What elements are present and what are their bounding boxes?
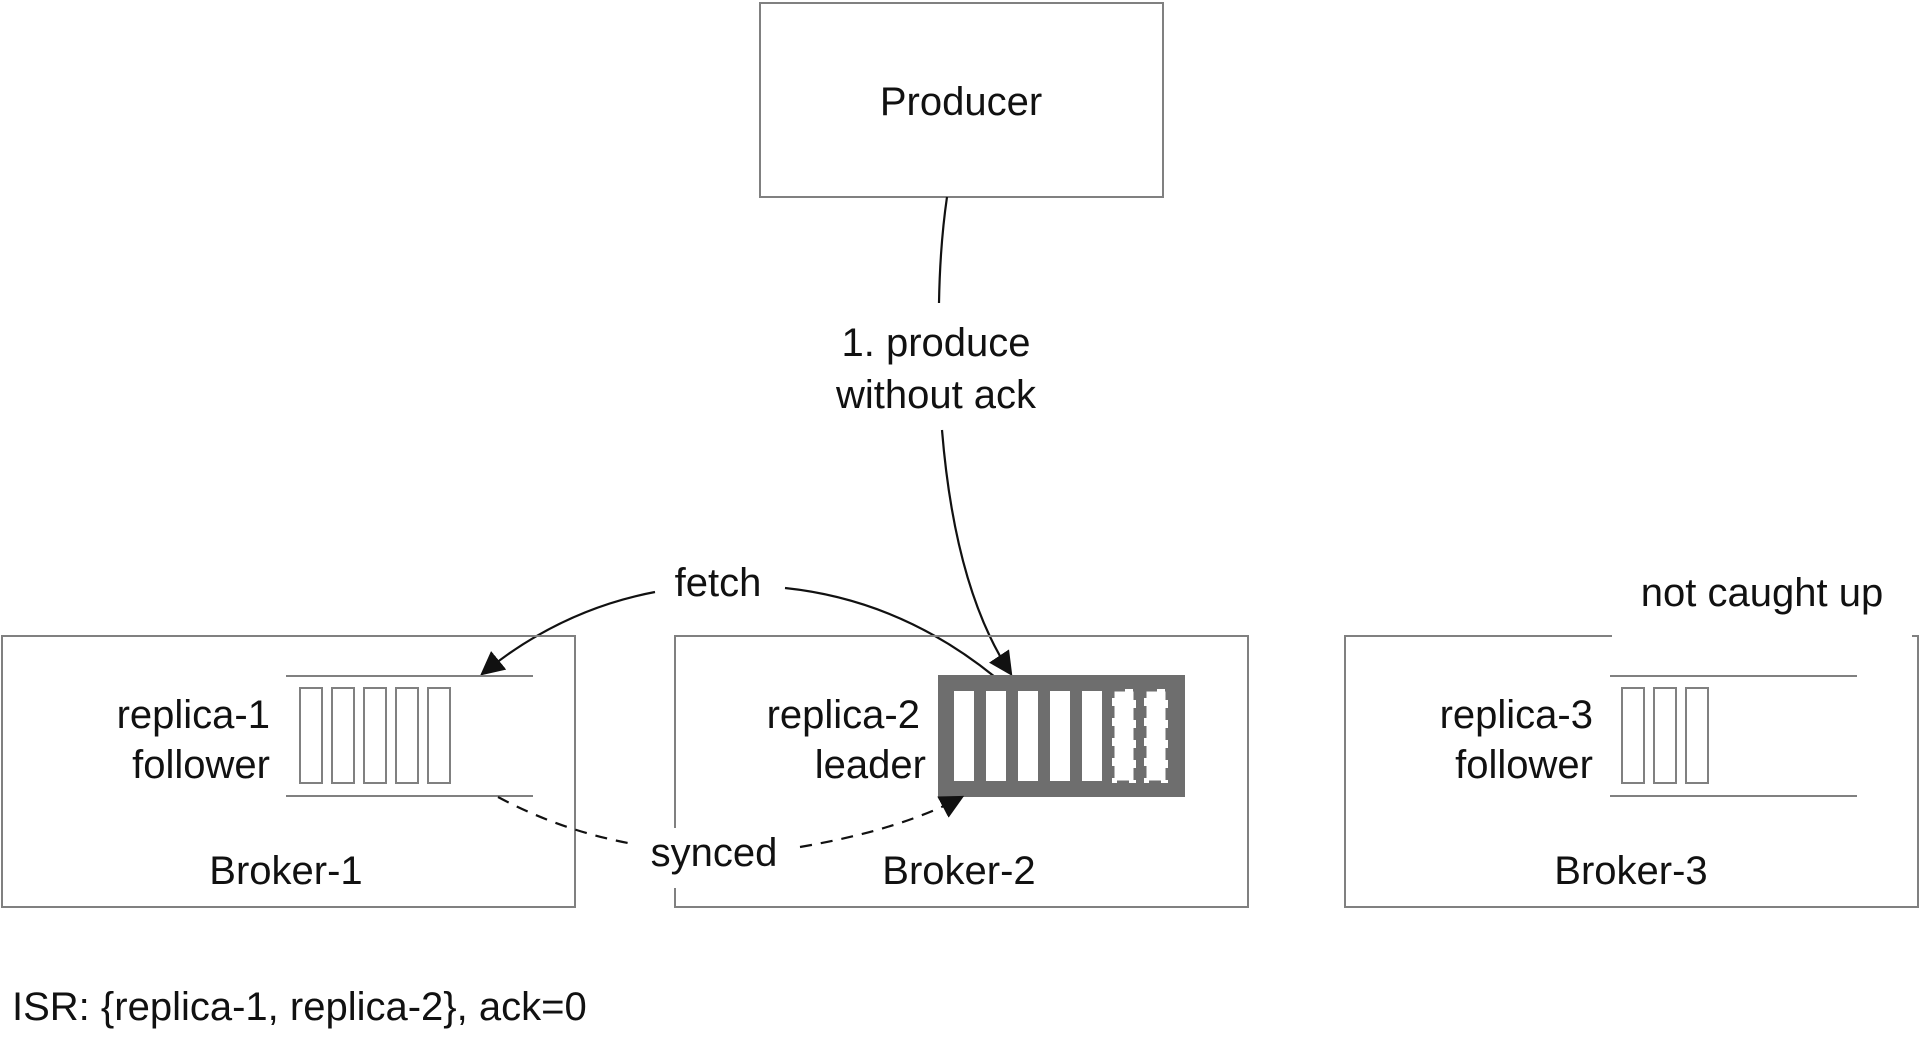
log-entry	[1080, 689, 1104, 783]
producer-node: Producer	[759, 2, 1164, 198]
broker-1-box	[1, 635, 576, 908]
broker-2-box	[674, 635, 1249, 908]
log-entry	[331, 687, 355, 784]
broker-1: Broker-1 replica-1 follower	[1, 635, 576, 908]
replica-1-role: follower	[132, 743, 270, 787]
synced-label: synced	[651, 831, 778, 875]
producer-box	[759, 2, 1164, 198]
fetch-line-from-leader	[784, 586, 996, 678]
log-entry	[1621, 687, 1645, 784]
log-entry	[363, 687, 387, 784]
pending-log-entry-border	[1111, 688, 1137, 784]
broker-3-label: Broker-3	[1554, 849, 1707, 893]
synced-arrow	[799, 795, 965, 849]
broker-3-status: not caught up	[1641, 571, 1883, 615]
replica-2-log-entries	[952, 689, 1104, 783]
produce-edge: 1. produce without ack	[835, 196, 1037, 676]
log-entry	[1016, 689, 1040, 783]
synced-edge: synced	[497, 795, 965, 888]
log-entry	[395, 687, 419, 784]
log-entry	[299, 687, 323, 784]
broker-2: Broker-2 replica-2 leader	[674, 635, 1249, 908]
produce-label-line1: 1. produce	[841, 321, 1030, 365]
replica-1-log-entries	[299, 687, 451, 784]
log-entry	[427, 687, 451, 784]
replica-1-name: replica-1	[117, 693, 270, 737]
pending-log-entry	[1112, 689, 1136, 783]
pending-log-entry	[1144, 689, 1168, 783]
synced-line-left	[497, 796, 629, 845]
fetch-arrow-to-follower	[480, 590, 656, 676]
synced-label-backdrop	[640, 828, 790, 888]
replica-2-name: replica-2	[767, 693, 920, 737]
fetch-edge: fetch	[480, 561, 996, 678]
replica-3-name: replica-3	[1440, 693, 1593, 737]
broker-1-label: Broker-1	[209, 849, 362, 893]
produce-label-line2: without ack	[835, 373, 1037, 417]
replica-2-pending-entries	[1111, 688, 1169, 784]
broker-2-label: Broker-2	[882, 849, 1035, 893]
broker-3: not caught up Broker-3 replica-3 followe…	[1344, 571, 1919, 908]
replica-3-log-entries	[1621, 687, 1709, 784]
log-entry	[1685, 687, 1709, 784]
produce-line-upper	[937, 196, 949, 304]
replica-3-role: follower	[1455, 743, 1593, 787]
isr-footer: ISR: {replica-1, replica-2}, ack=0	[12, 985, 587, 1029]
log-entry	[1048, 689, 1072, 783]
replica-2-log	[938, 675, 1185, 797]
log-entry	[952, 689, 976, 783]
replica-2-role: leader	[815, 743, 926, 787]
produce-arrow	[940, 429, 1013, 676]
status-label-backdrop	[1612, 600, 1912, 650]
pending-log-entry-border	[1143, 688, 1169, 784]
producer-label: Producer	[880, 80, 1042, 124]
log-entry	[984, 689, 1008, 783]
log-entry	[1653, 687, 1677, 784]
fetch-label: fetch	[675, 561, 762, 605]
